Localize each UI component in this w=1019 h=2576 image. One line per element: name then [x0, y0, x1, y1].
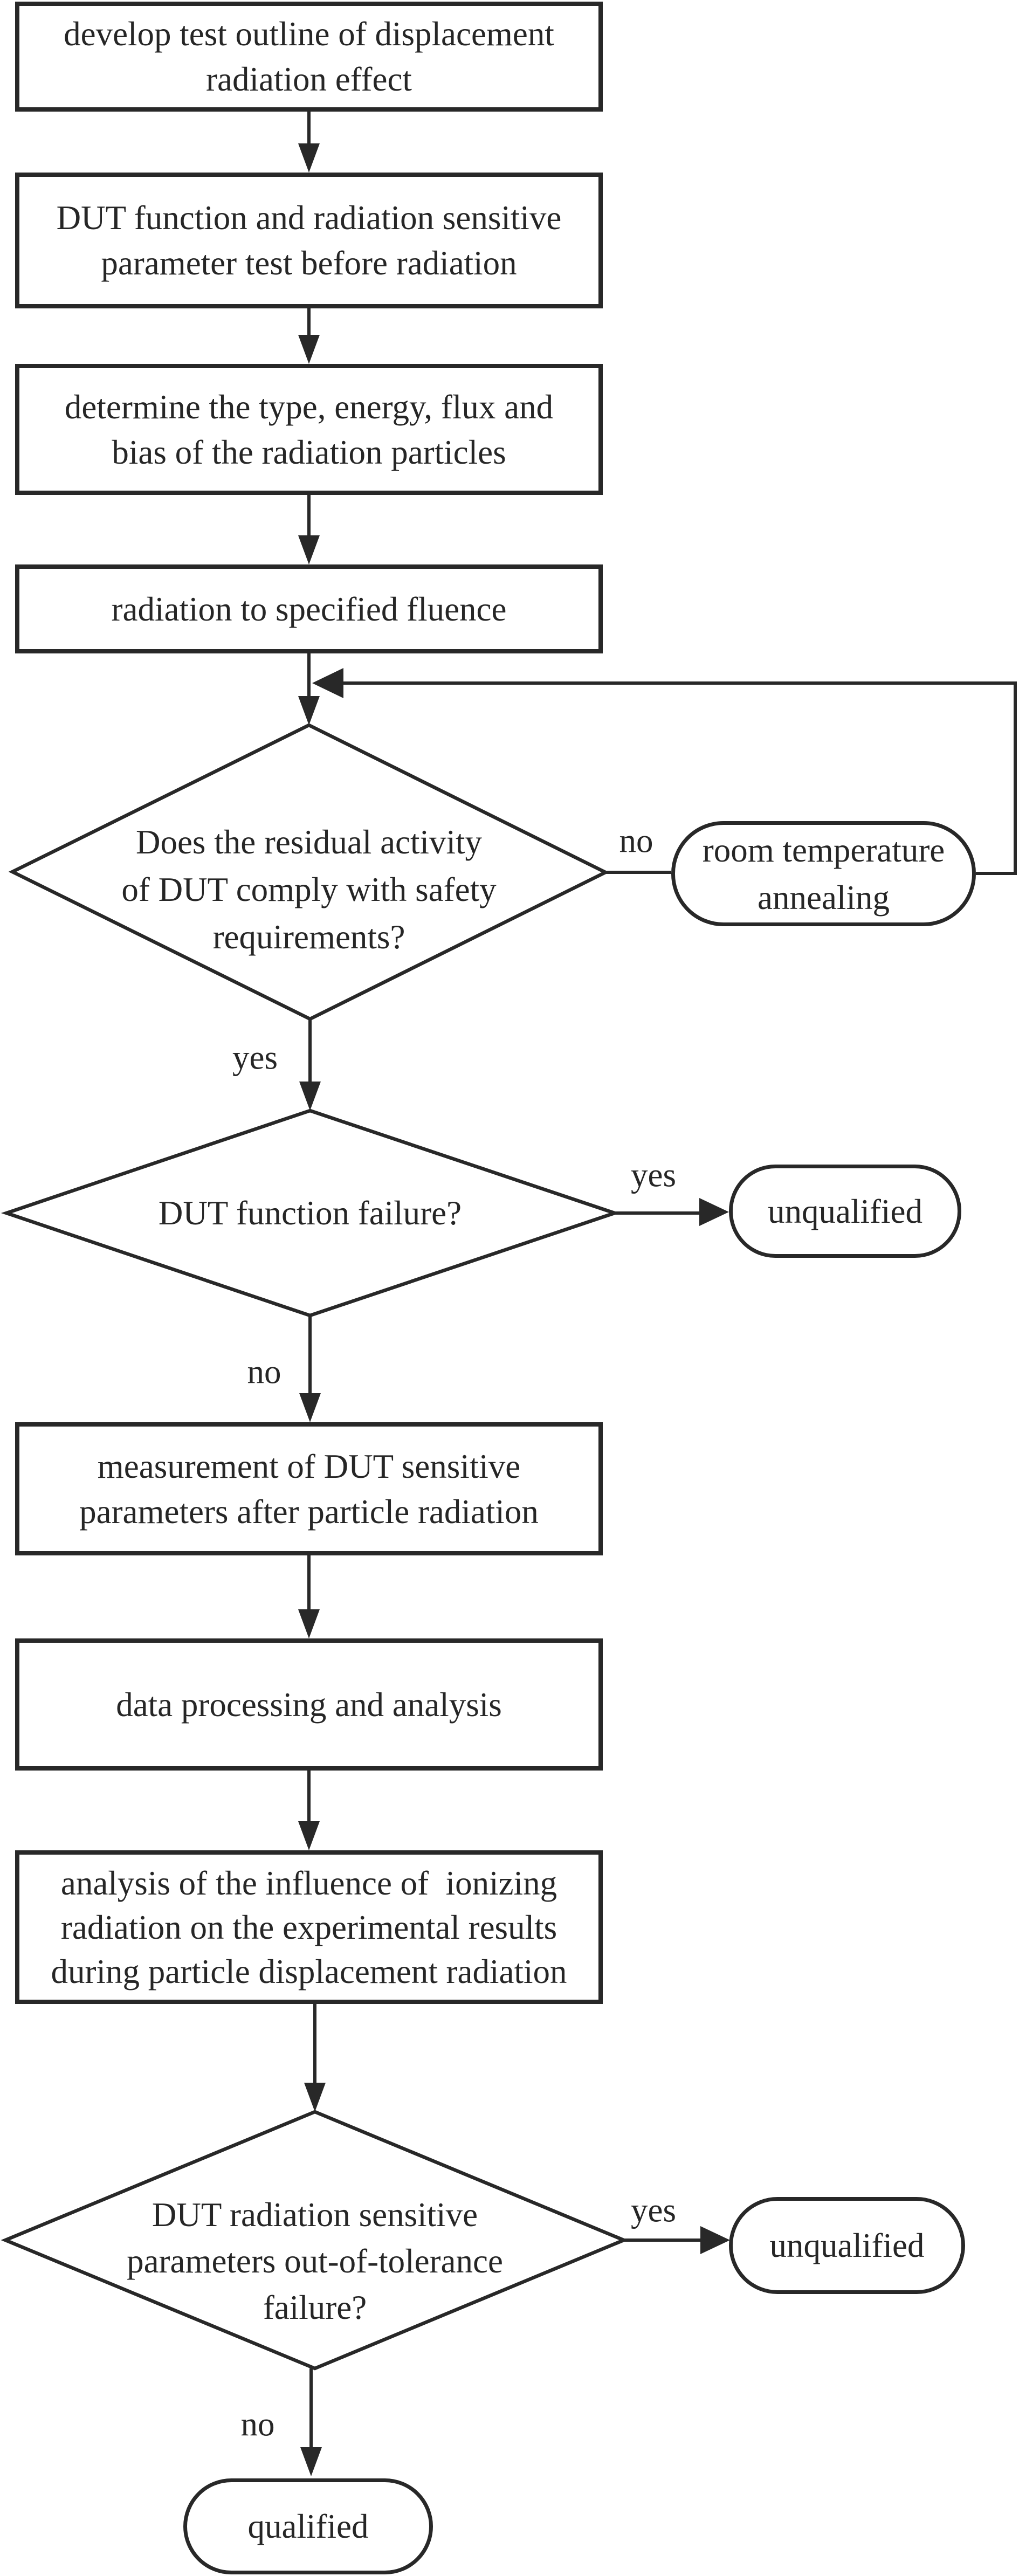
process-measurement-after: measurement of DUT sensitive parameters …: [15, 1422, 603, 1555]
decision-diamonds: [1, 723, 629, 2371]
process-develop-outline: develop test outline of displacement rad…: [15, 2, 603, 112]
terminal-text-line: room temperature: [702, 831, 945, 869]
terminal-qualified: qualified: [183, 2478, 433, 2574]
arrowhead-down-determine: [298, 335, 320, 364]
arrowhead-down-pretest: [298, 143, 320, 173]
decision-out-of-tolerance-text: DUT radiation sensitive parameters out-o…: [45, 2190, 584, 2332]
arrowhead-down-qualified: [300, 2447, 322, 2476]
terminal-room-annealing: room temperature annealing: [671, 821, 976, 926]
label-tolerance-yes: yes: [631, 2191, 676, 2229]
process-determine-particles: determine the type, energy, flux and bia…: [15, 364, 603, 495]
arrowhead-right-unqualified2: [700, 2226, 730, 2254]
terminal-unqualified-1: unqualified: [729, 1165, 961, 1258]
arrowhead-down-ionizing: [298, 1821, 320, 1850]
process-text-line: DUT function and radiation sensitive: [56, 199, 562, 237]
arrowhead-down-function: [299, 1082, 321, 1111]
terminal-text-line: qualified: [247, 2508, 369, 2545]
decision-residual-activity-text: Does the residual activity of DUT comply…: [39, 818, 579, 961]
process-text-line: during particle displacement radiation: [51, 1952, 567, 1990]
process-text-line: parameters after particle radiation: [79, 1492, 539, 1531]
process-text-line: radiation to specified fluence: [111, 590, 507, 628]
diamond-function-failure: [1, 1108, 621, 1318]
arrowhead-left-loopback: [312, 668, 343, 698]
process-text-line: data processing and analysis: [116, 1685, 502, 1724]
process-data-processing: data processing and analysis: [15, 1638, 603, 1771]
process-text-line: determine the type, energy, flux and: [64, 388, 554, 426]
diamond-out-of-tolerance: [1, 2110, 629, 2371]
decision-text-line: requirements?: [212, 918, 405, 956]
process-text-line: analysis of the influence of ionizing: [60, 1864, 557, 1902]
process-pretest: DUT function and radiation sensitive par…: [15, 173, 603, 308]
diamond-residual-activity: [8, 723, 610, 1021]
edge-lines: [307, 112, 1017, 2449]
process-radiation-fluence: radiation to specified fluence: [15, 564, 603, 653]
arrowheads: [298, 143, 730, 2476]
decision-text-line: failure?: [263, 2289, 367, 2326]
arrowhead-down-processing: [298, 1609, 320, 1638]
arrowhead-down-measure: [299, 1393, 321, 1422]
process-text-line: develop test outline of displacement: [64, 15, 554, 53]
decision-text-line: DUT radiation sensitive: [152, 2196, 478, 2234]
label-function-no: no: [247, 1353, 281, 1391]
label-function-yes: yes: [631, 1156, 676, 1194]
label-residual-no: no: [619, 822, 653, 860]
decision-text-line: of DUT comply with safety: [121, 871, 497, 908]
decision-function-failure-text: DUT function failure?: [40, 1189, 580, 1237]
terminal-text-line: annealing: [758, 878, 890, 917]
arrowhead-right-unqualified1: [699, 1198, 729, 1226]
arrowhead-down-residual: [298, 696, 320, 725]
process-text-line: radiation effect: [206, 60, 412, 98]
edge-annealing-loopback: [343, 681, 1017, 875]
decision-text-line: parameters out-of-tolerance: [127, 2242, 503, 2280]
process-ionizing-analysis: analysis of the influence of ionizing ra…: [15, 1850, 603, 2004]
label-tolerance-no: no: [240, 2405, 275, 2443]
terminal-text-line: unqualified: [768, 1192, 922, 1230]
process-text-line: parameter test before radiation: [101, 244, 517, 282]
arrowhead-down-tolerance: [304, 2083, 326, 2112]
process-text-line: radiation on the experimental results: [60, 1908, 557, 1946]
arrowhead-down-fluence: [298, 535, 320, 564]
process-text-line: measurement of DUT sensitive: [97, 1447, 521, 1485]
decision-text-line: Does the residual activity: [135, 823, 483, 861]
decision-text-line: DUT function failure?: [158, 1194, 462, 1232]
process-text-line: bias of the radiation particles: [112, 433, 506, 471]
terminal-unqualified-2: unqualified: [729, 2197, 965, 2294]
terminal-text-line: unqualified: [769, 2227, 925, 2264]
label-residual-yes: yes: [232, 1038, 278, 1077]
